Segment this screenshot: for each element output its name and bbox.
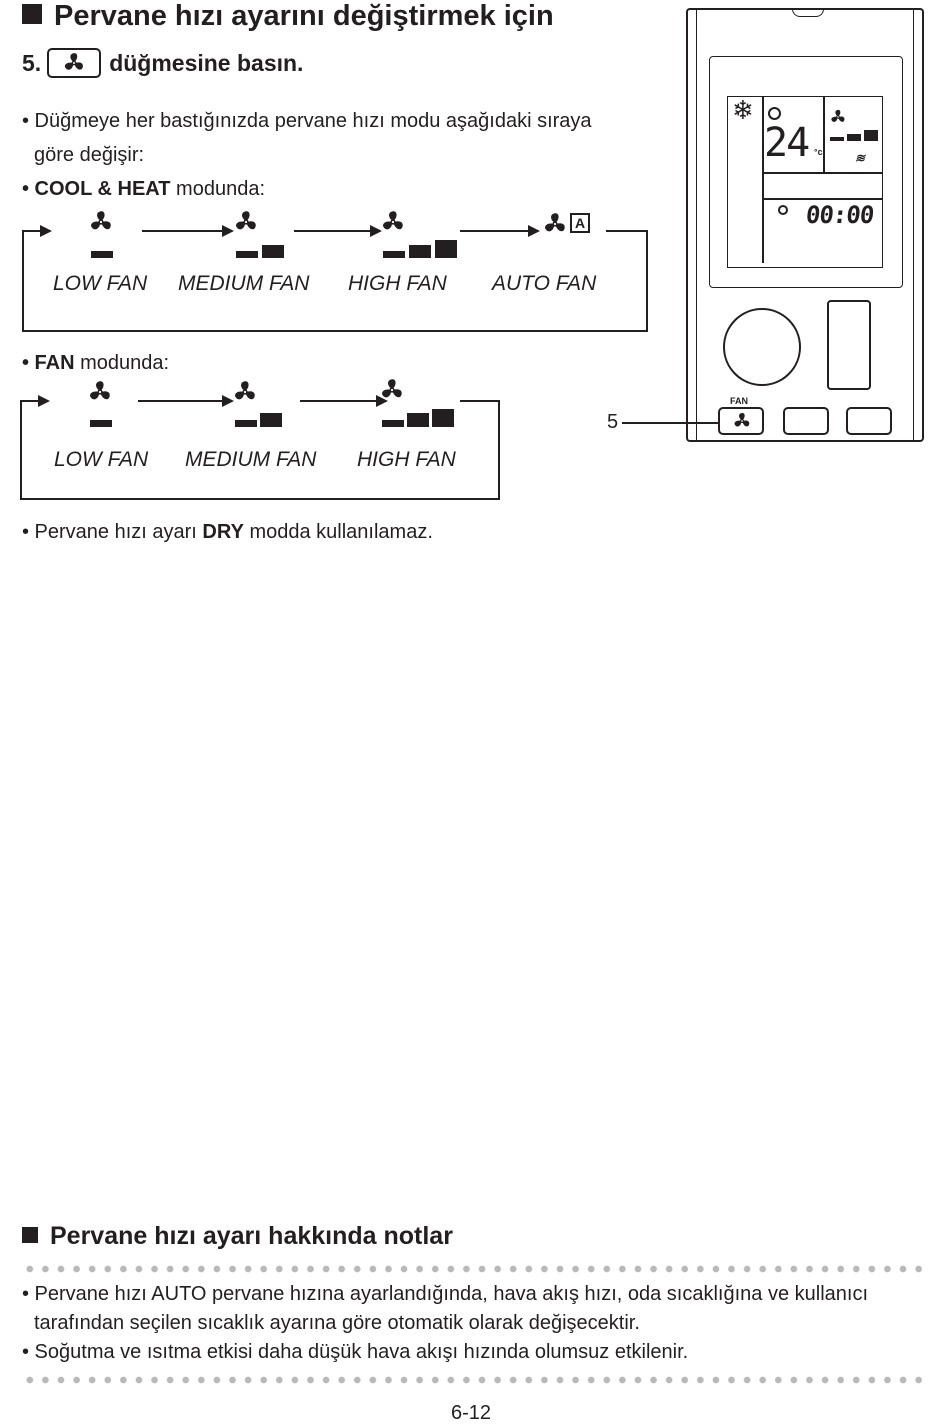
- fan-mode-label: • FAN modunda:: [22, 352, 170, 374]
- remote-screen-bezel: ❄ 24 °c ≋ 00:00: [709, 56, 903, 288]
- swing-icon: ≋: [854, 151, 868, 165]
- fan-icon: [234, 210, 258, 234]
- lcd-timer: 00:00: [804, 201, 875, 229]
- fan-icon: [233, 380, 257, 404]
- dotted-divider: [22, 1376, 922, 1384]
- label-auto-fan: AUTO FAN: [492, 272, 597, 295]
- cool-heat-label: • COOL & HEAT modunda:: [22, 178, 266, 200]
- label-high-fan: HIGH FAN: [357, 448, 456, 471]
- fan-button-label: FAN: [730, 396, 748, 406]
- note-2: • Soğutma ve ısıtma etkisi daha düşük ha…: [22, 1341, 689, 1363]
- label-low-fan: LOW FAN: [53, 272, 148, 295]
- arrow-right-icon: [222, 225, 234, 237]
- power-button[interactable]: [827, 300, 871, 390]
- arrow-right-icon: [370, 225, 382, 237]
- auto-icon: A: [570, 213, 590, 233]
- low-fan-bar: [91, 251, 113, 258]
- arrow-right-icon: [40, 225, 52, 237]
- bullet-1-line2: göre değişir:: [34, 144, 145, 166]
- fan-icon: [89, 210, 113, 234]
- bullet-1-line1: • Düğmeye her bastığınızda pervane hızı …: [22, 110, 592, 132]
- mode-icon: [768, 107, 781, 120]
- callout-line: [622, 422, 718, 424]
- arrow-right-icon: [376, 395, 388, 407]
- fan-icon: [63, 52, 85, 74]
- label-high-fan: HIGH FAN: [348, 272, 447, 295]
- fan-icon: [830, 109, 846, 125]
- notes-heading: Pervane hızı ayarı hakkında notlar: [22, 1222, 453, 1251]
- page-number: 6-12: [451, 1402, 492, 1424]
- dry-note: • Pervane hızı ayarı DRY modda kullanıla…: [22, 521, 433, 543]
- medium-fan-bar: [262, 245, 284, 258]
- fan-icon: [88, 380, 112, 404]
- heading-square-icon: [22, 1227, 38, 1243]
- dotted-divider: [22, 1265, 922, 1273]
- high-fan-bar: [435, 240, 457, 258]
- temperature-dial[interactable]: [723, 308, 801, 386]
- snowflake-icon: ❄: [732, 95, 754, 125]
- label-medium-fan: MEDIUM FAN: [185, 448, 317, 471]
- arrow-right-icon: [528, 225, 540, 237]
- arrow-right-icon: [222, 395, 234, 407]
- lcd-temperature: 24: [764, 120, 810, 166]
- remote-control: ❄ 24 °c ≋ 00:00 FAN: [686, 8, 924, 442]
- label-low-fan: LOW FAN: [54, 448, 149, 471]
- fan-icon: [380, 378, 404, 402]
- fan-mode-diagram: [20, 395, 500, 500]
- fan-icon: [543, 212, 567, 236]
- step-5: 5. düğmesine basın.: [22, 48, 303, 78]
- label-medium-fan: MEDIUM FAN: [178, 272, 310, 295]
- heading-square-icon: [22, 4, 42, 24]
- cool-heat-diagram: [22, 225, 648, 332]
- lcd-temp-unit: °c: [814, 147, 823, 157]
- page-heading: Pervane hızı ayarını değiştirmek için: [22, 0, 554, 33]
- fan-button-icon: [47, 48, 102, 78]
- remote-button-2[interactable]: [783, 407, 829, 435]
- timer-icon: [778, 205, 788, 215]
- fan-button[interactable]: [718, 407, 764, 435]
- arrow-right-icon: [38, 395, 50, 407]
- fan-icon: [381, 210, 405, 234]
- fan-icon: [733, 412, 751, 430]
- lcd-display: ❄ 24 °c ≋ 00:00: [727, 96, 883, 268]
- note-1-line2: tarafından seçilen sıcaklık ayarına göre…: [34, 1312, 640, 1334]
- remote-button-3[interactable]: [846, 407, 892, 435]
- note-1-line1: • Pervane hızı AUTO pervane hızına ayarl…: [22, 1283, 869, 1305]
- callout-number: 5: [607, 411, 619, 433]
